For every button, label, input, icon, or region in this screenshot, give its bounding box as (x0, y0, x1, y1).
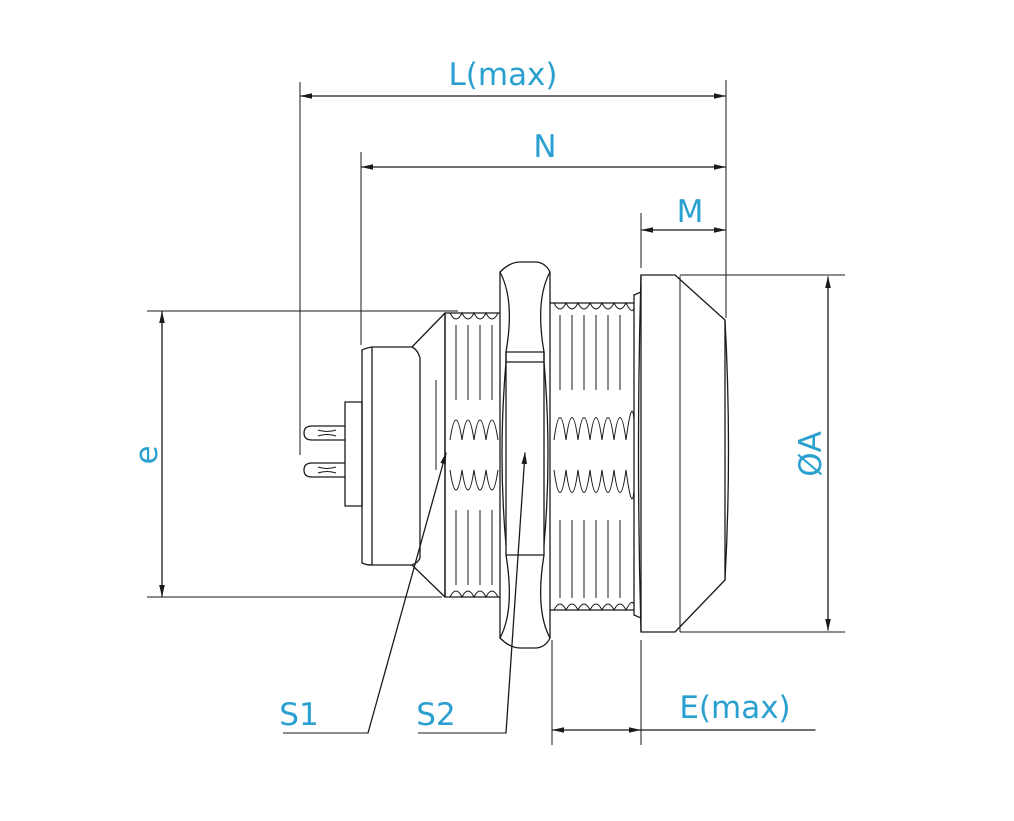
label-s2: S2 (416, 697, 455, 733)
dimension-labels: L(max) N M ØA e E(max) S1 S2 (129, 57, 829, 733)
label-s1: S1 (279, 697, 318, 733)
label-e-max: E(max) (679, 690, 790, 726)
extension-lines (147, 80, 845, 745)
label-m: M (677, 194, 704, 230)
leader-lines (283, 452, 528, 734)
label-diameter-a: ØA (793, 431, 829, 477)
label-e: e (129, 445, 165, 464)
label-n: N (533, 129, 556, 165)
thread-left (444, 311, 501, 599)
dimension-lines (159, 93, 831, 733)
label-l-max: L(max) (449, 57, 558, 93)
thread-right (549, 291, 642, 619)
rear-body (361, 312, 446, 598)
contact-pins (303, 401, 363, 507)
hex-nut (499, 261, 551, 649)
front-flange (637, 274, 730, 633)
